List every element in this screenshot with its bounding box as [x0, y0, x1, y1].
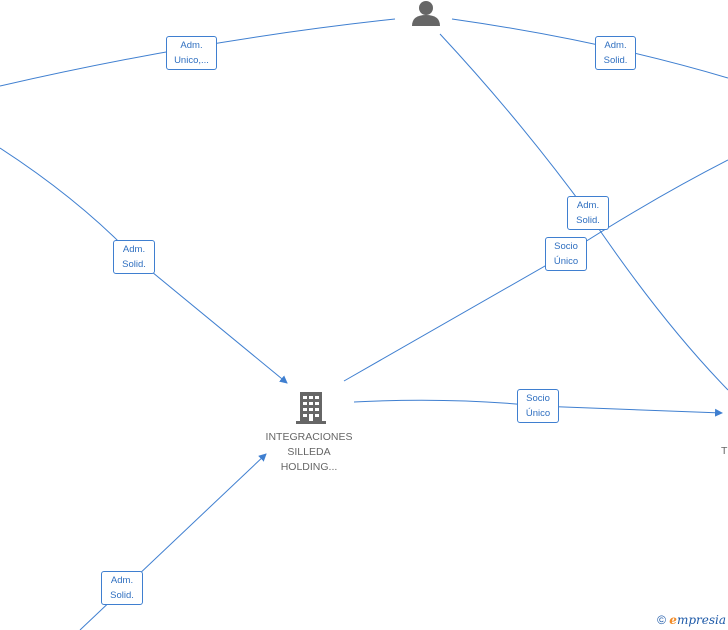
brand-initial: e — [669, 613, 677, 627]
relation-badge-line: Solid. — [110, 590, 134, 601]
relation-badge-line: Adm. — [110, 575, 134, 586]
offscreen-node-label[interactable]: T — [721, 445, 728, 457]
edge-company-to-right-upper — [343, 159, 728, 382]
relation-badge-line: Socio — [554, 241, 578, 252]
relation-badge-adm-solid-top-right[interactable]: Adm. Solid. — [595, 36, 636, 70]
relation-badge-line: Adm. — [180, 40, 203, 51]
edge-person-to-right — [451, 18, 728, 79]
relation-badge-socio-unico-right[interactable]: Socio Único — [517, 389, 559, 423]
relation-badge-line: Adm. — [604, 40, 627, 51]
person-icon[interactable] — [412, 1, 440, 26]
relation-badge-adm-solid-bottom[interactable]: Adm. Solid. — [101, 571, 143, 605]
relation-badge-line: Solid. — [576, 215, 600, 226]
brand-name-rest: mpresia — [676, 613, 726, 627]
company-name-line-1: INTEGRACIONES — [265, 431, 353, 443]
relation-badge-adm-unico[interactable]: Adm. Unico,... — [166, 36, 217, 70]
relation-badge-line: Socio — [526, 393, 550, 404]
relation-badge-adm-solid-left[interactable]: Adm. Solid. — [113, 240, 155, 274]
empresia-watermark: © empresia — [657, 613, 726, 627]
company-name-line-3: HOLDING... — [280, 461, 338, 473]
building-icon[interactable] — [296, 392, 326, 424]
relation-badge-line: Unico,... — [174, 55, 209, 66]
relation-badge-line: Adm. — [122, 244, 146, 255]
copyright-symbol: © — [657, 613, 666, 627]
company-name-label[interactable]: INTEGRACIONES SILLEDA HOLDING... — [259, 430, 359, 475]
relation-badge-line: Único — [553, 256, 579, 267]
relation-badge-line: Solid. — [603, 55, 628, 66]
relation-badge-adm-solid-mid[interactable]: Adm. Solid. — [567, 196, 609, 230]
relation-badge-socio-unico-mid[interactable]: Socio Único — [545, 237, 587, 271]
relation-badge-line: Solid. — [122, 259, 146, 270]
company-name-line-2: SILLEDA — [287, 446, 331, 458]
relation-badge-line: Único — [525, 408, 551, 419]
relation-badge-line: Adm. — [576, 200, 600, 211]
